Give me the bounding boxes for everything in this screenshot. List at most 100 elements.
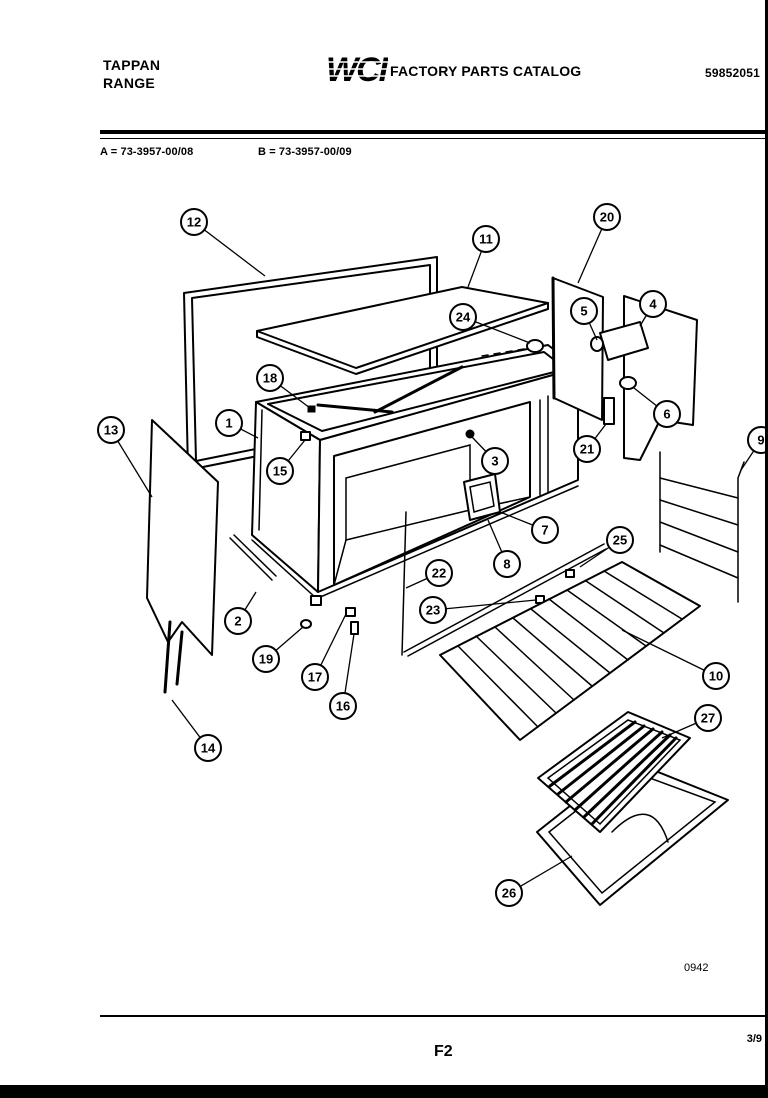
catalog-date: 3/9	[746, 1033, 762, 1045]
callout-2: 2	[224, 607, 252, 635]
callout-circle	[702, 662, 730, 690]
model-a: A = 73-3957-00/08	[100, 146, 194, 158]
part-10	[439, 561, 701, 741]
callout-21: 21	[573, 435, 601, 463]
callout-17: 17	[301, 663, 329, 691]
callout-circle	[256, 364, 284, 392]
callout-4: 4	[639, 290, 667, 318]
callout-26: 26	[495, 879, 523, 907]
callout-20: 20	[593, 203, 621, 231]
callout-label: 22	[432, 566, 446, 581]
callout-label: 15	[273, 464, 287, 479]
control-bracket	[623, 295, 698, 461]
wci-logo: WCI	[324, 51, 388, 86]
callout-circle	[493, 550, 521, 578]
callout-3: 3	[481, 447, 509, 475]
callout-circle	[449, 303, 477, 331]
part-11-plate	[256, 286, 549, 369]
footer-rule	[100, 1015, 768, 1017]
callout-circle	[266, 457, 294, 485]
rack-rung	[475, 635, 557, 714]
callout-label: 1	[225, 416, 232, 431]
catalog-title: FACTORY PARTS CATALOG	[390, 63, 582, 79]
part-5	[590, 336, 604, 352]
callout-label: 2	[234, 614, 241, 629]
callout-circle	[653, 400, 681, 428]
callout-label: 12	[187, 215, 201, 230]
callout-label: 25	[613, 533, 627, 548]
callout-label: 8	[503, 557, 510, 572]
box-bottom-lip	[251, 485, 579, 599]
header-rule-thick	[100, 130, 768, 134]
callout-label: 10	[709, 669, 723, 684]
leader-line-23	[432, 599, 537, 611]
callout-circle	[301, 663, 329, 691]
callout-label: 13	[104, 423, 118, 438]
callout-label: 21	[580, 442, 594, 457]
part-14-flange	[175, 630, 184, 686]
part-1	[251, 344, 579, 606]
part-27	[537, 711, 691, 833]
callout-label: 6	[663, 407, 670, 422]
broiler-grid-slot	[556, 724, 646, 796]
rack-rung	[512, 617, 593, 687]
callout-label: 26	[502, 886, 516, 901]
callout-circle	[252, 645, 280, 673]
callout-circle	[639, 290, 667, 318]
part-17	[345, 607, 356, 617]
callout-13: 13	[97, 416, 125, 444]
part-20-edge	[551, 276, 556, 400]
callout-label: 18	[263, 371, 277, 386]
part-16	[350, 621, 359, 635]
callout-label: 14	[201, 741, 216, 756]
callout-circle	[215, 409, 243, 437]
part-7-inner	[469, 481, 495, 513]
callout-circle	[531, 516, 559, 544]
broiler-grid-slot	[573, 730, 664, 812]
callout-circle	[180, 208, 208, 236]
page-number: F2	[434, 1043, 453, 1060]
callout-circle	[97, 416, 125, 444]
callout-9: 9	[747, 426, 768, 454]
callout-27: 27	[694, 704, 722, 732]
callout-circle	[606, 526, 634, 554]
callout-circle	[747, 426, 768, 454]
part-15	[300, 431, 311, 441]
part-21	[603, 397, 615, 425]
callout-label: 24	[456, 310, 471, 325]
broiler-grid-slot	[590, 736, 678, 826]
callout-label: 17	[308, 670, 322, 685]
part-18	[307, 405, 316, 413]
callout-label: 4	[649, 297, 657, 312]
rack-frame	[439, 561, 701, 741]
part-23-clip	[565, 569, 575, 578]
callout-label: 16	[336, 699, 350, 714]
callout-12: 12	[180, 208, 208, 236]
callout-circle	[329, 692, 357, 720]
callout-label: 3	[491, 454, 498, 469]
callout-circle	[224, 607, 252, 635]
callout-circle	[194, 734, 222, 762]
rack-rung	[494, 626, 575, 701]
rack-rung	[585, 580, 665, 634]
callout-5: 5	[570, 297, 598, 325]
diagram-code: 0942	[684, 962, 709, 974]
callout-15: 15	[266, 457, 294, 485]
support-bar	[659, 477, 739, 499]
scan-border-right	[765, 0, 768, 1098]
product-name: RANGE	[103, 75, 156, 91]
callout-18: 18	[256, 364, 284, 392]
broiler-pan-curve	[611, 813, 669, 843]
callout-circle	[570, 297, 598, 325]
leader-line-10	[621, 629, 717, 677]
support-bar	[659, 544, 739, 579]
callout-25: 25	[606, 526, 634, 554]
part-14	[163, 620, 172, 694]
callout-circle	[481, 447, 509, 475]
part-7	[463, 473, 501, 521]
callout-label: 7	[541, 523, 548, 538]
callout-label: 20	[600, 210, 614, 225]
callout-label: 27	[701, 711, 715, 726]
part-3	[465, 429, 475, 439]
callout-circle	[425, 559, 453, 587]
